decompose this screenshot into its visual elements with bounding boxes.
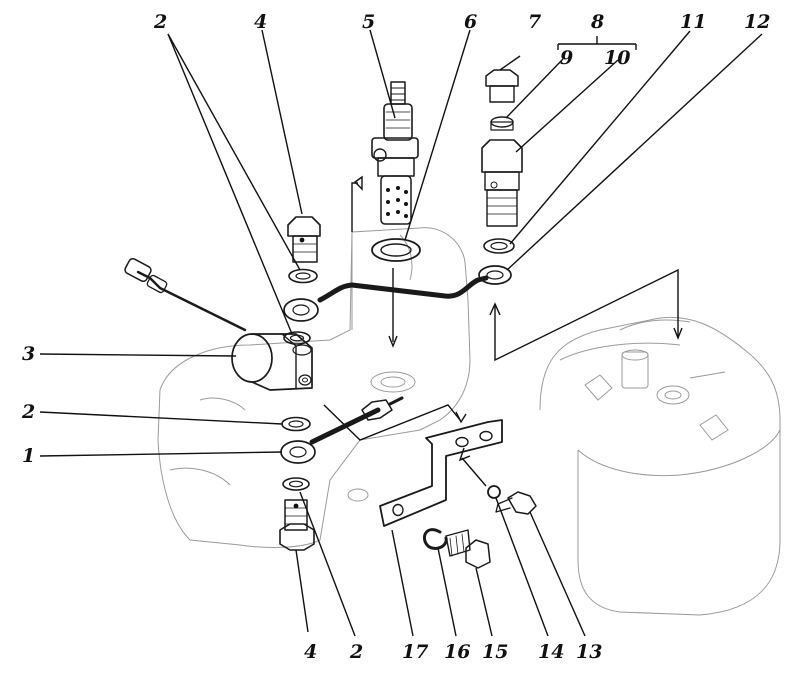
callout-13: 13 [576, 641, 602, 663]
callout-7: 7 [528, 11, 541, 33]
callout-3: 3 [22, 343, 35, 365]
fuel-pump-outline [539, 316, 781, 616]
assembly-guide-lines [323, 175, 683, 487]
callout-10: 10 [604, 47, 630, 69]
bracket [379, 419, 503, 527]
callout-11: 11 [680, 11, 706, 33]
callout-2-middle: 2 [21, 401, 35, 423]
callout-5: 5 [362, 11, 375, 33]
union-fitting-stack [481, 69, 523, 227]
banjo-bolt-bottom [279, 499, 315, 551]
callout-9: 9 [560, 47, 573, 69]
callout-4-bottom: 4 [304, 641, 317, 663]
callout-4-top: 4 [254, 11, 267, 33]
callout-6: 6 [464, 11, 477, 33]
sealing-ring [371, 238, 421, 262]
leak-off-pipe [280, 396, 404, 464]
callout-8: 8 [590, 11, 604, 33]
callout-15: 15 [482, 641, 508, 663]
injector [371, 81, 419, 225]
washers-2 [281, 268, 318, 491]
callout-12: 12 [744, 11, 770, 33]
washer-11 [483, 238, 515, 254]
banjo-bolt-top [287, 216, 321, 263]
callout-16: 16 [444, 641, 470, 663]
callout-2-top: 2 [153, 11, 167, 33]
bolt-15 [445, 529, 491, 569]
spring-washer-16 [423, 528, 448, 550]
callout-1: 1 [22, 445, 35, 467]
engine-block-outline [157, 227, 471, 548]
callout-2-bottom: 2 [349, 641, 363, 663]
leader-lines [39, 29, 763, 637]
small-bolt-13 [495, 491, 537, 515]
callout-17: 17 [402, 641, 428, 663]
callout-14: 14 [538, 641, 564, 663]
washer-14 [487, 485, 501, 499]
fuel-pipe [283, 265, 512, 322]
sensor-with-cable [124, 257, 313, 391]
callout-labels: 2 4 5 6 7 8 9 10 11 12 3 2 1 4 2 17 16 1… [21, 11, 770, 663]
